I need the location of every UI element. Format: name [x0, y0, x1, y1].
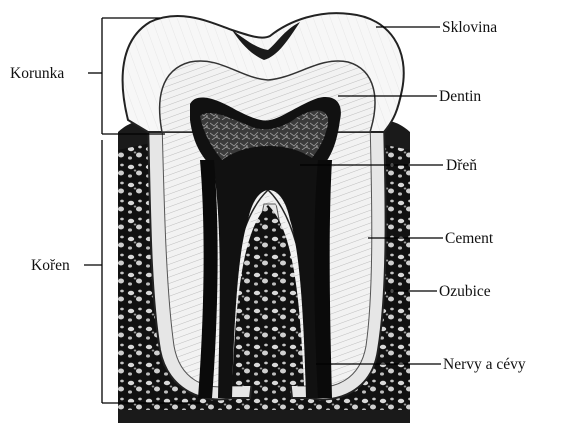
label-sklovina: Sklovina — [442, 19, 497, 36]
label-nervy: Nervy a cévy — [443, 356, 526, 373]
bottom-edge — [118, 410, 410, 423]
root-canal-right — [314, 160, 332, 398]
label-ozubice: Ozubice — [439, 283, 491, 300]
tooth-illustration — [118, 13, 410, 423]
label-cement: Cement — [445, 230, 494, 247]
label-dentin: Dentin — [439, 88, 481, 105]
label-korunka: Korunka — [10, 65, 64, 82]
label-dren: Dřeň — [446, 157, 477, 174]
label-koren: Kořen — [31, 257, 70, 274]
